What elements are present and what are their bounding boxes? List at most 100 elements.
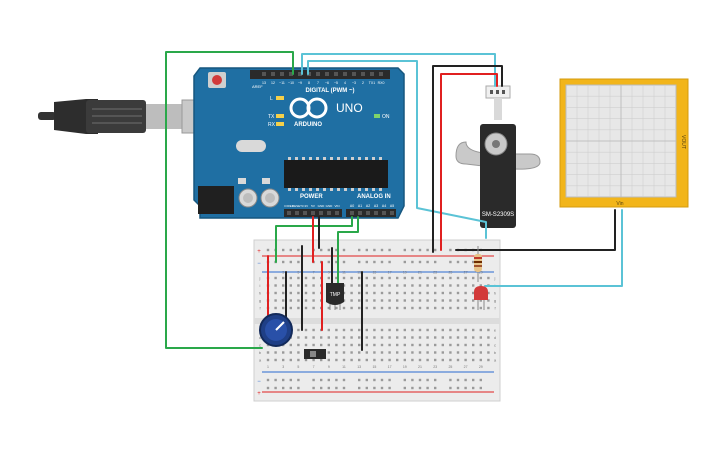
analog-pin-label: A0 [350,204,354,208]
digital-pin[interactable] [280,72,284,76]
row-letter: d [494,335,496,340]
analog-label: ANALOG IN [357,194,391,200]
rx-label: RX [268,122,276,128]
analog-pin[interactable] [358,211,362,215]
digital-pin-label: TX1 [369,81,375,85]
digital-pin[interactable] [334,72,338,76]
digital-pin-label: ~11 [279,81,285,85]
digital-pin[interactable] [316,72,320,76]
green-wire[interactable] [165,51,294,349]
digital-pin[interactable] [262,72,266,76]
power-pin-label: 5V [311,204,315,208]
red-wire[interactable] [440,73,498,251]
row-letter: h [494,291,496,296]
analog-pin[interactable] [382,211,386,215]
digital-pin[interactable] [271,72,275,76]
cyan-wire[interactable] [307,60,487,239]
analog-pin-label: A4 [382,204,386,208]
digital-pin-label: 4 [344,81,346,85]
power-pin-label: IOREF [284,204,293,208]
black-wire[interactable] [455,209,616,251]
column-number: 7 [313,271,315,275]
digital-pin-label: 7 [317,81,319,85]
usb-cable[interactable] [38,99,213,134]
tx-led [276,114,284,118]
digital-pin[interactable] [298,72,302,76]
digital-pin-label: ~3 [352,81,356,85]
power-pin[interactable] [287,211,291,215]
row-letter: a [494,358,497,363]
digital-pin[interactable] [352,72,356,76]
digital-pin[interactable] [361,72,365,76]
analog-pin-label: A5 [390,204,394,208]
row-letter: i [260,283,261,288]
column-number: 13 [357,365,361,369]
column-number: 7 [313,365,315,369]
column-number: 17 [388,365,392,369]
rail-sign: − [257,261,261,267]
on-led [374,114,380,118]
cyan-wire[interactable] [301,53,496,87]
row-letter: c [494,343,496,348]
column-number: 3 [282,365,284,369]
column-number: 21 [418,365,422,369]
rail-sign: − [257,379,261,385]
row-letter: j [259,276,261,281]
column-number: 29 [479,271,483,275]
digital-pin[interactable] [325,72,329,76]
digital-pin[interactable] [370,72,374,76]
tx-label: TX [268,114,275,120]
analog-pin[interactable] [374,211,378,215]
digital-pin-label: 8 [308,81,310,85]
sensor-label: TMP [330,292,341,298]
analog-pin[interactable] [366,211,370,215]
column-number: 9 [328,271,330,275]
slide-switch[interactable] [304,349,326,359]
column-number: 25 [448,271,452,275]
digital-pin-label: 13 [262,81,266,85]
potentiometer[interactable] [259,313,293,347]
analog-pin[interactable] [390,211,394,215]
cyan-wire[interactable] [484,209,623,287]
power-pin[interactable] [319,211,323,215]
rail-sign: + [257,249,261,255]
power-pin[interactable] [311,211,315,215]
plotter-display[interactable]: VOUT Vin [559,78,689,208]
black-wire[interactable] [432,65,503,253]
digital-pin[interactable] [343,72,347,76]
reset-icon [212,75,222,85]
power-pin[interactable] [335,211,339,215]
digital-pin[interactable] [289,72,293,76]
column-number: 15 [372,365,376,369]
temperature-sensor[interactable]: TMP [326,283,344,310]
resistor[interactable] [474,246,482,282]
digital-pin[interactable] [379,72,383,76]
crystal [236,140,266,152]
column-number: 9 [328,365,330,369]
servo-label: SM-S2309S [482,212,514,218]
analog-header[interactable] [346,209,396,217]
row-letter: g [259,298,261,303]
on-label: ON [382,114,390,120]
row-letter: b [259,350,262,355]
digital-pin-label: ~10 [288,81,294,85]
power-jack[interactable] [198,186,234,214]
power-pin[interactable] [327,211,331,215]
column-number: 15 [372,271,376,275]
column-number: 23 [433,365,437,369]
power-pin-label: 3.3V [302,204,308,208]
column-number: 5 [297,271,299,275]
green-wire[interactable] [337,216,359,291]
analog-pin[interactable] [350,211,354,215]
microcontroller-chip [284,160,388,188]
breadboard[interactable]: 1133557799111113131515171719192121232325… [253,239,501,402]
analog-pin-label: A3 [374,204,378,208]
power-pin[interactable] [295,211,299,215]
red-led[interactable] [474,286,488,310]
rail-sign: + [257,391,261,397]
power-pin[interactable] [303,211,307,215]
column-number: 27 [464,365,468,369]
servo-motor[interactable]: SM-S2309S [455,85,541,228]
